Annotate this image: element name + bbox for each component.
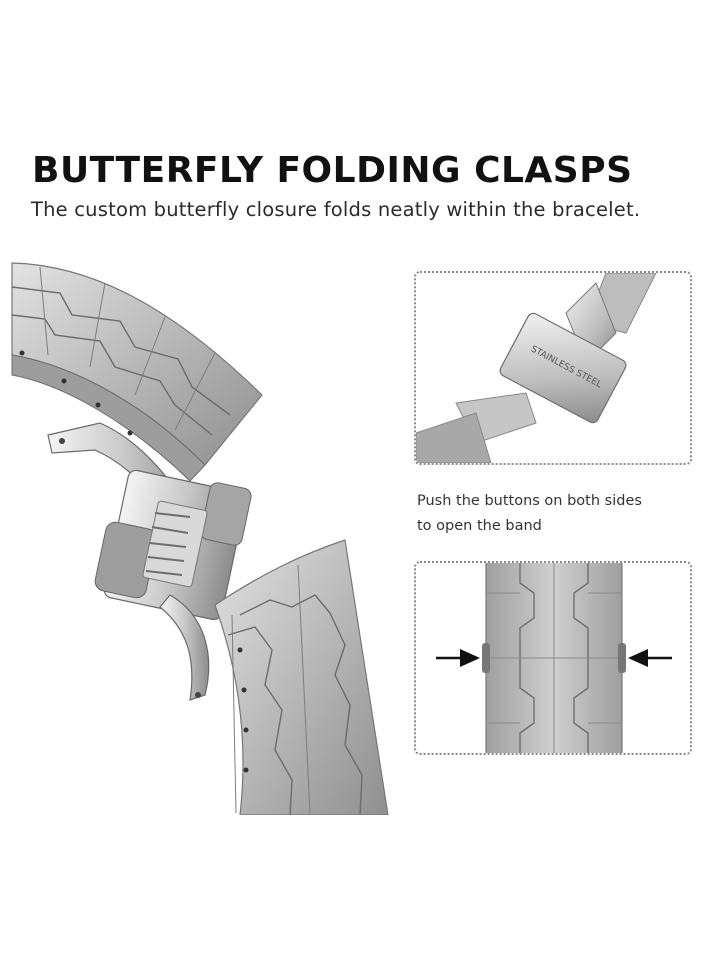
lower-band-segment — [214, 539, 389, 815]
arrow-left-icon — [628, 649, 672, 667]
instruction-line-1: Push the buttons on both sides — [417, 493, 642, 509]
clasp-closeup-panel: STAINLESS STEEL — [414, 271, 692, 465]
bracelet-open-clasp-image — [11, 262, 389, 815]
butterfly-clasp — [47, 422, 252, 701]
instruction-text: Push the buttons on both sides to open t… — [417, 489, 697, 539]
page-subtitle: The custom butterfly closure folds neatl… — [31, 198, 641, 221]
push-buttons-panel — [414, 561, 692, 755]
arrow-right-icon — [436, 649, 480, 667]
upper-band-segment — [11, 262, 263, 482]
instruction-line-2: to open the band — [417, 518, 542, 534]
clasp-closeup-image: STAINLESS STEEL — [416, 273, 657, 463]
band-top-view-image — [436, 563, 672, 753]
page-title: BUTTERFLY FOLDING CLASPS — [32, 150, 633, 191]
